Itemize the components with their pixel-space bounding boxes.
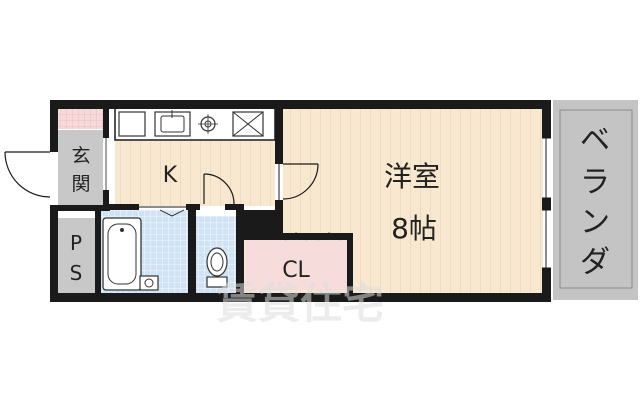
- entrance-label-2: 関: [71, 173, 90, 195]
- toilet-icon: [206, 247, 228, 288]
- western-room-size-label: 8帖: [391, 212, 437, 245]
- pipe-space-label-2: S: [70, 261, 83, 285]
- pipe-space-label-1: P: [70, 231, 82, 255]
- bathtub-icon: [102, 217, 142, 291]
- shoe-box: [58, 109, 103, 129]
- closet-floor: [245, 240, 347, 290]
- vent-icon: [232, 111, 264, 137]
- window-right: [542, 137, 551, 269]
- sink-icon: [154, 110, 191, 137]
- balcony-char: ン: [580, 205, 610, 240]
- closet-label: CL: [282, 258, 310, 283]
- balcony-label: ベ ラ ン ダ: [580, 123, 610, 280]
- kitchen-floor: [115, 140, 275, 206]
- entrance-floor: [58, 130, 103, 205]
- walls: [50, 100, 551, 302]
- balcony-char: ダ: [580, 245, 610, 280]
- stove-icon: [198, 114, 218, 134]
- fridge-space-icon: [118, 111, 146, 137]
- washbasin-icon: [139, 275, 159, 291]
- door-swing-icon: [4, 138, 341, 241]
- balcony-char: ベ: [580, 123, 610, 158]
- balcony: [553, 100, 638, 300]
- watermark: 賃貸住宅: [215, 279, 384, 328]
- balcony-char: ラ: [580, 165, 610, 200]
- entrance-label-1: 玄: [71, 145, 90, 167]
- balcony-frame: [559, 109, 633, 289]
- western-room-label: 洋室: [384, 160, 440, 193]
- pipe-space: [58, 218, 95, 295]
- kitchen-label: K: [163, 163, 178, 188]
- kitchen-counter: [114, 107, 276, 141]
